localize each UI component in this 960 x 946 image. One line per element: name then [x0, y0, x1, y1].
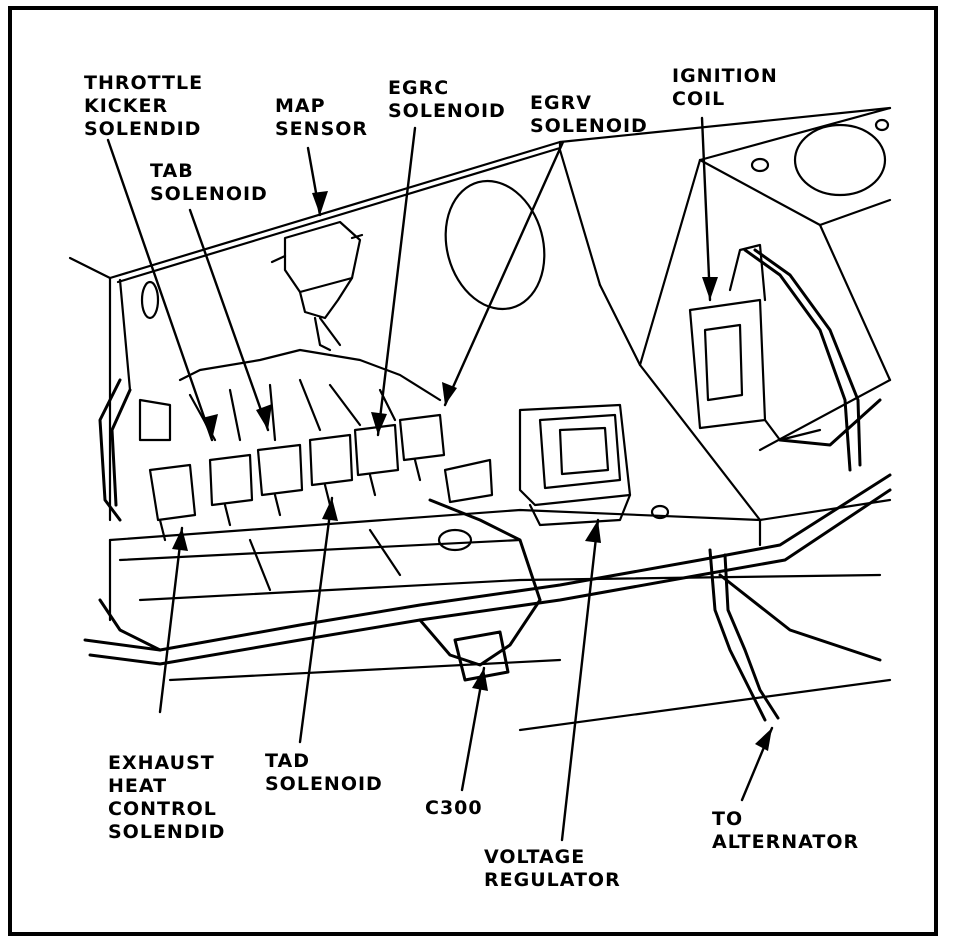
label-line: EGRV — [530, 92, 592, 114]
egrc-solenoid-label: EGRC SOLENOID — [388, 77, 506, 123]
wiring-harness — [83, 248, 892, 722]
label-line: SOLENDID — [84, 118, 202, 140]
label-line: C300 — [425, 797, 483, 819]
label-line: SOLENOID — [530, 115, 648, 137]
arrow-heads — [172, 191, 772, 751]
exhaust-heat-control-solenoid-label: EXHAUST HEAT CONTROL SOLENDID — [108, 752, 225, 844]
label-line: SOLENDID — [108, 821, 226, 843]
label-line: EGRC — [388, 77, 450, 99]
label-line: HEAT — [108, 775, 168, 797]
label-line: EXHAUST — [108, 752, 215, 774]
voltage-regulator-label: VOLTAGE REGULATOR — [484, 846, 621, 892]
label-line: SOLENOID — [265, 773, 383, 795]
c300-connector-label: C300 — [425, 797, 483, 820]
label-line: REGULATOR — [484, 869, 621, 891]
label-line: VOLTAGE — [484, 846, 586, 868]
engine-body-panels — [68, 106, 892, 732]
ignition-coil-part — [688, 243, 822, 442]
label-line: KICKER — [84, 95, 169, 117]
throttle-kicker-solenoid-label: THROTTLE KICKER SOLENDID — [84, 72, 203, 141]
label-line: ALTERNATOR — [712, 831, 860, 853]
tad-solenoid-label: TAD SOLENOID — [265, 750, 383, 796]
label-line: THROTTLE — [84, 72, 204, 94]
label-line: CONTROL — [108, 798, 217, 820]
label-line: MAP — [275, 95, 326, 117]
solenoid-bank — [138, 348, 494, 542]
label-line: COIL — [672, 88, 726, 110]
ignition-coil-label: IGNITION COIL — [672, 65, 778, 111]
tab-solenoid-label: TAB SOLENOID — [150, 160, 268, 206]
to-alternator-label: TO ALTERNATOR — [712, 808, 859, 854]
diagram-frame — [8, 6, 938, 936]
label-line: IGNITION — [672, 65, 778, 87]
label-line: SENSOR — [275, 118, 369, 140]
label-line: SOLENOID — [150, 183, 268, 205]
label-line: SOLENOID — [388, 100, 506, 122]
label-line: TO — [712, 808, 744, 830]
map-sensor-label: MAP SENSOR — [275, 95, 368, 141]
egrv-solenoid-label: EGRV SOLENOID — [530, 92, 648, 138]
leader-arrows — [106, 116, 774, 842]
label-line: TAD — [265, 750, 310, 772]
voltage-regulator-part — [518, 403, 670, 527]
label-line: TAB — [150, 160, 194, 182]
map-sensor-part — [270, 220, 364, 352]
